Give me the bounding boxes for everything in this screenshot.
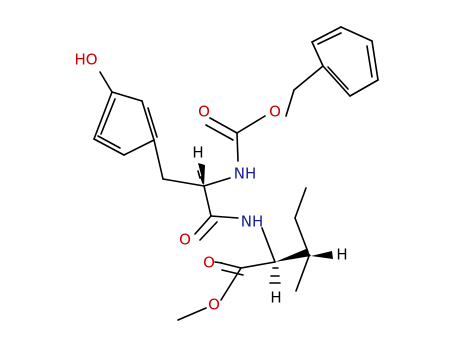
bond-calpha-amide bbox=[203, 185, 212, 217]
ile-beta-h-wedge bbox=[311, 251, 333, 259]
carbamate-ester-o-label: O bbox=[269, 103, 281, 121]
ile-beta-wedge bbox=[275, 249, 311, 262]
bond-cbeta-ch2 bbox=[294, 217, 309, 253]
bond-ch2-ch3 bbox=[294, 187, 307, 219]
bond-ile-ester bbox=[240, 261, 276, 269]
bond-o-benzyl bbox=[285, 89, 295, 117]
bond-cbeta-methyl bbox=[295, 255, 310, 292]
amide-o-label: O bbox=[179, 231, 191, 249]
tyr-alpha-h-wedge bbox=[197, 163, 205, 186]
amide-nh-label: NH bbox=[241, 213, 264, 231]
tyr-alpha-h-label: H bbox=[192, 144, 203, 162]
bond-nh-carbamate bbox=[236, 132, 239, 162]
bond-calpha-nh bbox=[203, 177, 231, 187]
carbamate-nh-label: NH bbox=[234, 165, 257, 183]
bond-ring-ch2 bbox=[153, 139, 164, 180]
ester-carbonyl-o-label: O bbox=[203, 254, 215, 272]
bond-ester-co bbox=[220, 262, 242, 269]
phenol-oh-label: HO bbox=[74, 51, 97, 69]
phenol-ring bbox=[93, 91, 158, 156]
bond-amide-co bbox=[194, 215, 212, 235]
ile-beta-h-label: H bbox=[336, 246, 347, 264]
ester-o-label: O bbox=[208, 296, 220, 314]
bond-ring-oh bbox=[99, 71, 113, 93]
bond-carbamate-co bbox=[209, 117, 238, 134]
phenyl-ring bbox=[311, 26, 379, 97]
ile-alpha-h-hash bbox=[269, 267, 281, 284]
bond-amide-nh bbox=[210, 215, 239, 219]
bond-nh-ile bbox=[261, 227, 276, 263]
bond-ch2-phenyl bbox=[293, 65, 324, 91]
bond-ester-o bbox=[220, 267, 242, 301]
bond-carbamate-ester bbox=[236, 115, 266, 134]
bond-ch2-calpha bbox=[162, 178, 205, 187]
carbamate-carbonyl-o-label: O bbox=[198, 103, 210, 121]
bond-o-methyl bbox=[177, 307, 207, 321]
ile-alpha-h-label: H bbox=[270, 289, 281, 307]
